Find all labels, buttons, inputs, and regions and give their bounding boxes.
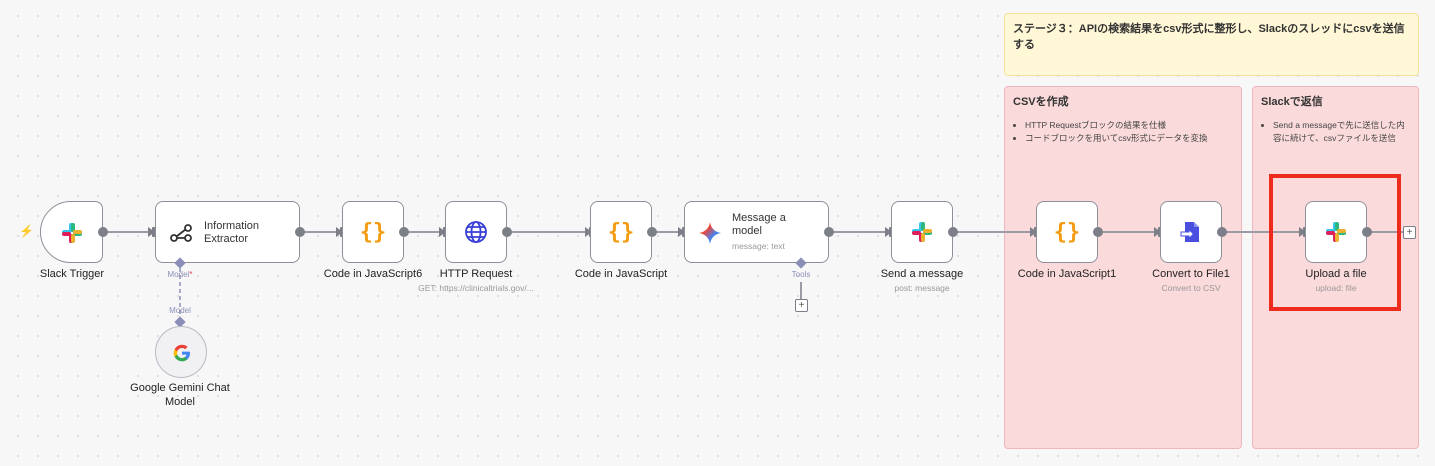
code-braces-icon: {}	[607, 219, 635, 245]
node-code-in-javascript1[interactable]: {}	[1036, 201, 1098, 263]
gemini-icon	[697, 220, 723, 246]
label-http: HTTP Request	[439, 268, 513, 280]
sub-message-model: message: text	[732, 241, 785, 251]
slack-icon	[1323, 219, 1349, 245]
sticky-csv-list: HTTP Requestブロックの結果を仕様 コードブロックを用いてcsv形式に…	[1013, 119, 1233, 145]
input-port[interactable]	[152, 227, 156, 237]
label-slack-trigger: Slack Trigger	[39, 268, 105, 280]
node-slack-trigger[interactable]	[40, 201, 103, 263]
label-code: Code in JavaScript	[574, 268, 668, 280]
slack-icon	[59, 220, 85, 246]
trigger-bolt-icon: ⚡	[19, 224, 34, 238]
sticky-csv-title: CSVを作成	[1013, 96, 1069, 108]
output-port[interactable]	[399, 227, 409, 237]
label-gemini-line2: Model	[165, 396, 195, 408]
node-information-extractor[interactable]: Information Extractor	[155, 201, 300, 263]
sticky-slack[interactable]: Slackで返信 Send a messageで先に送信した内容に続けて、csv…	[1252, 86, 1419, 449]
sticky-stage3[interactable]: ステージ３：APIの検索結果をcsv形式に整形し、Slackのスレッドにcsvを…	[1004, 13, 1419, 76]
add-tool-button[interactable]: +	[795, 299, 808, 312]
node-message-a-model[interactable]: Message a model message: text	[684, 201, 829, 263]
sub-send-message: post: message	[894, 283, 950, 293]
node-upload-a-file[interactable]	[1305, 201, 1367, 263]
output-port[interactable]	[98, 227, 108, 237]
code-braces-icon: {}	[1053, 219, 1081, 245]
label-convert: Convert to File1	[1152, 268, 1230, 280]
sub-convert: Convert to CSV	[1161, 283, 1221, 293]
required-mark: *	[189, 270, 193, 279]
sub-upload: upload: file	[1315, 283, 1357, 293]
label-send-message: Send a message	[880, 268, 964, 280]
output-port[interactable]	[824, 227, 834, 237]
label-extractor-line2: Extractor	[204, 233, 249, 245]
highlight-box	[1269, 174, 1401, 311]
label-code6: Code in JavaScript6	[323, 268, 423, 280]
slack-icon	[909, 219, 935, 245]
info-extractor-icon	[168, 220, 194, 246]
label-upload: Upload a file	[1305, 268, 1367, 280]
output-port[interactable]	[647, 227, 657, 237]
output-port[interactable]	[1093, 227, 1103, 237]
node-convert-to-file1[interactable]	[1160, 201, 1222, 263]
sticky-slack-bullet: Send a messageで先に送信した内容に続けて、csvファイルを送信	[1273, 119, 1410, 145]
sticky-csv[interactable]: CSVを作成 HTTP Requestブロックの結果を仕様 コードブロックを用い…	[1004, 86, 1242, 449]
convert-file-icon	[1178, 219, 1204, 245]
sticky-stage3-text: ステージ３：APIの検索結果をcsv形式に整形し、Slackのスレッドにcsvを…	[1013, 23, 1405, 51]
model-port-label: Model*	[160, 270, 200, 279]
label-gemini-line1: Google Gemini Chat	[130, 382, 230, 394]
sub-http: GET: https://clinicaltrials.gov/...	[418, 283, 534, 293]
label-extractor-line1: Information	[204, 220, 260, 232]
sticky-csv-bullet: コードブロックを用いてcsv形式にデータを変換	[1025, 132, 1233, 145]
label-message-model-line1: Message a	[732, 212, 786, 224]
node-code-in-javascript6[interactable]: {}	[342, 201, 404, 263]
code-braces-icon: {}	[359, 219, 387, 245]
node-http-request[interactable]	[445, 201, 507, 263]
output-port[interactable]	[1362, 227, 1372, 237]
tools-port-label: Tools	[791, 270, 811, 279]
sticky-csv-bullet: HTTP Requestブロックの結果を仕様	[1025, 119, 1233, 132]
gemini-port-label: Model	[169, 306, 191, 315]
output-port[interactable]	[1217, 227, 1227, 237]
output-port[interactable]	[948, 227, 958, 237]
sticky-slack-list: Send a messageで先に送信した内容に続けて、csvファイルを送信	[1261, 119, 1410, 145]
sticky-slack-title: Slackで返信	[1261, 96, 1323, 108]
label-code1: Code in JavaScript1	[1017, 268, 1117, 280]
add-node-button[interactable]: +	[1403, 226, 1416, 239]
output-port[interactable]	[295, 227, 305, 237]
node-send-a-message[interactable]	[891, 201, 953, 263]
node-code-in-javascript[interactable]: {}	[590, 201, 652, 263]
google-icon	[169, 340, 195, 366]
label-message-model-line2: model	[732, 225, 762, 237]
globe-icon	[463, 219, 489, 245]
output-port[interactable]	[502, 227, 512, 237]
model-port-text: Model	[167, 270, 190, 279]
node-google-gemini-chat-model[interactable]	[155, 326, 207, 378]
